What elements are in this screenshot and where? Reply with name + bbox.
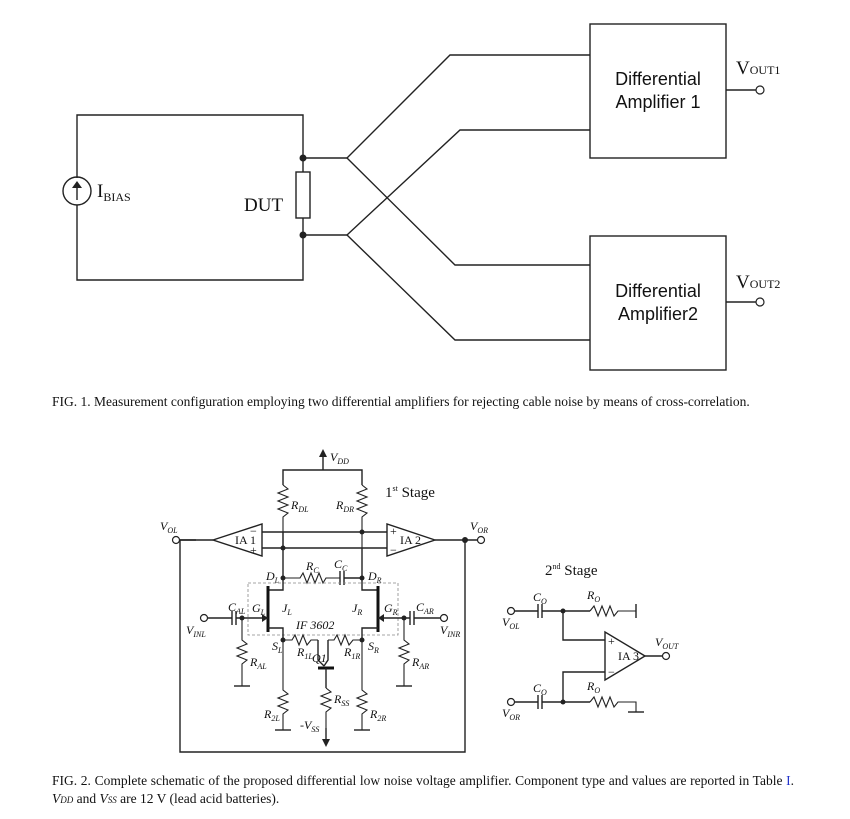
sr-label: SR [368,639,379,655]
sl-label: SL [272,639,283,655]
rc-label: RC [305,559,319,575]
cal-label: CAL [228,600,246,616]
r1l-label: R1L [296,645,313,661]
differential-amplifier-1 [589,23,727,159]
if3602-package [247,582,399,636]
svg-text:−: − [250,524,257,538]
vdd-label: VDD [330,450,349,466]
svg-text:+: + [390,524,397,538]
first-stage-label: 1st Stage [385,484,435,501]
rss-label: RSS [333,692,349,708]
car-label: CAR [416,600,434,616]
ibias-label: IBIAS [97,181,131,204]
dl-label: DL [265,569,280,585]
gr-label: GR [384,601,398,617]
rdl-label: RDL [290,498,309,514]
ral-label: RAL [249,655,267,671]
dr-label: DR [367,569,382,585]
second-stage-label: 2nd Stage [545,562,598,579]
differential-amplifier-2 [589,235,727,371]
co-bot-label: CO [533,681,547,697]
dut-resistor [295,171,311,219]
r2r-label: R2R [369,707,386,723]
dut-label: DUT [244,195,283,216]
vor-label: VOR [470,519,488,535]
ia2-opamp [386,523,438,557]
figure-2-caption: FIG. 2. Complete schematic of the propos… [52,773,794,806]
vinr-label: VINR [440,623,460,639]
jl-label: JL [282,601,292,617]
vinl-label: VINL [186,623,206,639]
vor2-label: VOR [502,706,520,722]
figure-1-caption: FIG. 1. Measurement configuration employ… [52,394,750,409]
if3602-label: IF 3602 [295,618,334,632]
ia3-label: IA 3 [618,649,639,663]
ro-top-label: RO [586,588,600,604]
ia2-label: IA 2 [400,533,421,547]
co-top-label: CO [533,590,547,606]
vss-label: -VSS [300,718,319,734]
vol2-label: VOL [502,615,520,631]
svg-text:+: + [250,543,257,557]
amp1-line2: Amplifier 1 [615,92,700,112]
r2l-label: R2L [263,707,280,723]
ia1-label: IA 1 [235,533,256,547]
vout2-label: VOUT2 [736,272,780,293]
ia1-opamp [210,523,263,557]
ia3-opamp [604,630,647,682]
jr-label: JR [352,601,362,617]
cc-label: CC [334,557,348,573]
rar-label: RAR [411,655,429,671]
amp2-line2: Amplifier2 [618,304,698,324]
figure-1-schematic: IBIAS DUT Differential Amplifier 1 VOUT1… [62,23,780,371]
table-reference-link[interactable]: I [786,773,791,788]
current-source-symbol [62,176,92,206]
r1r-label: R1R [343,645,360,661]
svg-text:−: − [608,665,615,679]
q1-label: Q1 [312,651,327,665]
svg-text:+: + [608,634,615,648]
svg-text:−: − [390,543,397,557]
amp2-line1: Differential [615,281,701,301]
vout-label: VOUT [655,635,679,651]
rdr-label: RDR [335,498,354,514]
gl-label: GL [252,601,266,617]
vout1-label: VOUT1 [736,58,780,79]
ro-bot-label: RO [586,679,600,695]
vol-label: VOL [160,519,178,535]
amp1-line1: Differential [615,69,701,89]
